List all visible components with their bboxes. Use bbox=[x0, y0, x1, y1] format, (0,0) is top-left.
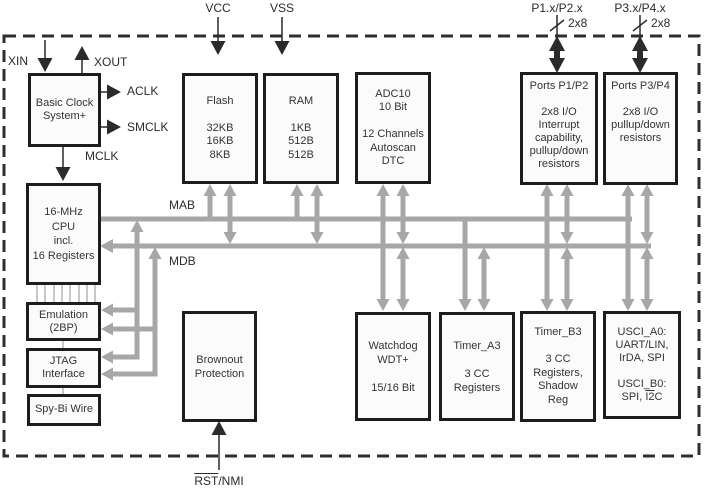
block-flash: Flash 32KB 16KB 8KB bbox=[182, 73, 258, 184]
mclk-arrow bbox=[55, 147, 71, 181]
block-jtag: JTAG Interface bbox=[26, 348, 101, 388]
block-cpu-text: 16-MHz CPU incl. 16 Registers bbox=[32, 206, 95, 262]
p12-bus-width-label: 2x8 bbox=[568, 16, 588, 30]
rst-nmi-arrow bbox=[211, 421, 227, 470]
block-usci: USCI_A0: UART/LIN, IrDA, SPI USCI_B0: SP… bbox=[603, 311, 681, 419]
block-ports-p1-p2-text: Ports P1/P2 2x8 I/O Interrupt capability… bbox=[529, 80, 589, 170]
block-ports-p3-p4-text: Ports P3/P4 2x8 I/O pullup/down resistor… bbox=[611, 80, 670, 144]
xout-arrow bbox=[74, 46, 90, 73]
usci-line-b0: USCI_B0: bbox=[617, 378, 667, 390]
p34-bus-width-label: 2x8 bbox=[651, 16, 671, 30]
block-basic-clock-text: Basic Clock System+ bbox=[35, 96, 94, 123]
block-jtag-text: JTAG Interface bbox=[42, 355, 85, 380]
block-adc10-text: ADC10 10 Bit 12 Channels Autoscan DTC bbox=[362, 87, 424, 168]
vss-arrow bbox=[274, 17, 290, 55]
bus-wiring bbox=[100, 184, 654, 381]
timera3-mab-connection bbox=[458, 219, 472, 311]
adc-mdb-connection bbox=[396, 184, 410, 244]
block-flash-text: Flash 32KB 16KB 8KB bbox=[206, 94, 234, 161]
mab-bus-label: MAB bbox=[169, 198, 196, 212]
block-spy-bi-wire: Spy-Bi Wire bbox=[27, 394, 101, 426]
block-ram: RAM 1KB 512B 512B bbox=[263, 73, 339, 184]
block-ports-p3-p4: Ports P3/P4 2x8 I/O pullup/down resistor… bbox=[603, 72, 678, 185]
xin-label: XIN bbox=[8, 54, 29, 68]
block-brownout-text: Brownout Protection bbox=[194, 353, 245, 380]
port34-io-arrow bbox=[632, 15, 648, 73]
usci-line-uart: UART/LIN, bbox=[615, 339, 669, 351]
aclk-label: ACLK bbox=[127, 84, 159, 98]
smclk-arrow bbox=[100, 119, 121, 135]
ports12-timerb3-mab-connection bbox=[540, 184, 554, 311]
ram-mdb-connection bbox=[310, 184, 324, 244]
adc-watchdog-mab-connection bbox=[376, 184, 390, 311]
block-timer-b3: Timer_B3 3 CC Registers, Shadow Reg bbox=[520, 311, 596, 422]
vss-label: VSS bbox=[269, 1, 294, 15]
p1x-p2x-label: P1.x/P2.x bbox=[531, 1, 583, 15]
ram-mab-connection bbox=[290, 184, 304, 219]
block-watchdog-text: Watchdog WDT+ 15/16 Bit bbox=[368, 339, 418, 394]
cpu-emulation-connector-lines bbox=[36, 285, 96, 395]
flash-mdb-connection bbox=[223, 184, 237, 244]
block-spy-bi-wire-text: Spy-Bi Wire bbox=[34, 403, 94, 416]
block-basic-clock: Basic Clock System+ bbox=[28, 73, 101, 147]
ports34-usci-mab-connection bbox=[621, 184, 635, 311]
aclk-arrow bbox=[100, 84, 121, 100]
ports34-mdb-connection bbox=[640, 184, 654, 244]
mdb-bus-label: MDB bbox=[169, 254, 196, 268]
block-adc10: ADC10 10 Bit 12 Channels Autoscan DTC bbox=[355, 72, 431, 184]
usci-spacer bbox=[606, 365, 678, 378]
block-timer-b3-text: Timer_B3 3 CC Registers, Shadow Reg bbox=[533, 326, 583, 406]
timera3-mdb-connection bbox=[477, 247, 491, 311]
external-signals bbox=[37, 15, 648, 470]
usci-line-a0: USCI_A0: bbox=[617, 326, 667, 338]
block-timer-a3-text: Timer_A3 3 CC Registers bbox=[453, 339, 501, 394]
smclk-label: SMCLK bbox=[127, 120, 169, 134]
block-ports-p1-p2: Ports P1/P2 2x8 I/O Interrupt capability… bbox=[520, 72, 598, 185]
debug-mab-branch bbox=[101, 220, 144, 364]
rst-nmi-label: RST/NMI bbox=[194, 474, 244, 488]
timerb3-mdb-connection bbox=[560, 247, 574, 311]
usci-mdb-connection bbox=[640, 247, 654, 311]
xin-arrow bbox=[37, 40, 53, 72]
block-cpu: 16-MHz CPU incl. 16 Registers bbox=[26, 183, 101, 285]
usci-line-irda: IrDA, SPI bbox=[619, 352, 665, 364]
chip-dashed-boundary bbox=[2, 34, 701, 458]
block-ram-text: RAM 1KB 512B 512B bbox=[288, 94, 314, 161]
block-emulation: Emulation (2BP) bbox=[26, 302, 101, 341]
block-emulation-text: Emulation (2BP) bbox=[39, 308, 88, 334]
p3x-p4x-label: P3.x/P4.x bbox=[614, 1, 666, 15]
block-timer-a3: Timer_A3 3 CC Registers bbox=[439, 312, 515, 421]
mclk-label: MCLK bbox=[85, 149, 119, 163]
vcc-arrow bbox=[210, 17, 226, 55]
watchdog-mdb-connection bbox=[396, 247, 410, 311]
port12-io-arrow bbox=[549, 15, 565, 73]
flash-mab-connection bbox=[203, 184, 217, 219]
block-brownout: Brownout Protection bbox=[182, 311, 257, 422]
debug-mdb-branch bbox=[101, 247, 162, 381]
xout-label: XOUT bbox=[94, 55, 128, 69]
ports12-mdb-connection bbox=[560, 184, 574, 244]
vcc-label: VCC bbox=[205, 1, 231, 15]
block-watchdog: Watchdog WDT+ 15/16 Bit bbox=[355, 312, 431, 421]
usci-line-spi-i2c: SPI, I2C bbox=[621, 391, 663, 403]
